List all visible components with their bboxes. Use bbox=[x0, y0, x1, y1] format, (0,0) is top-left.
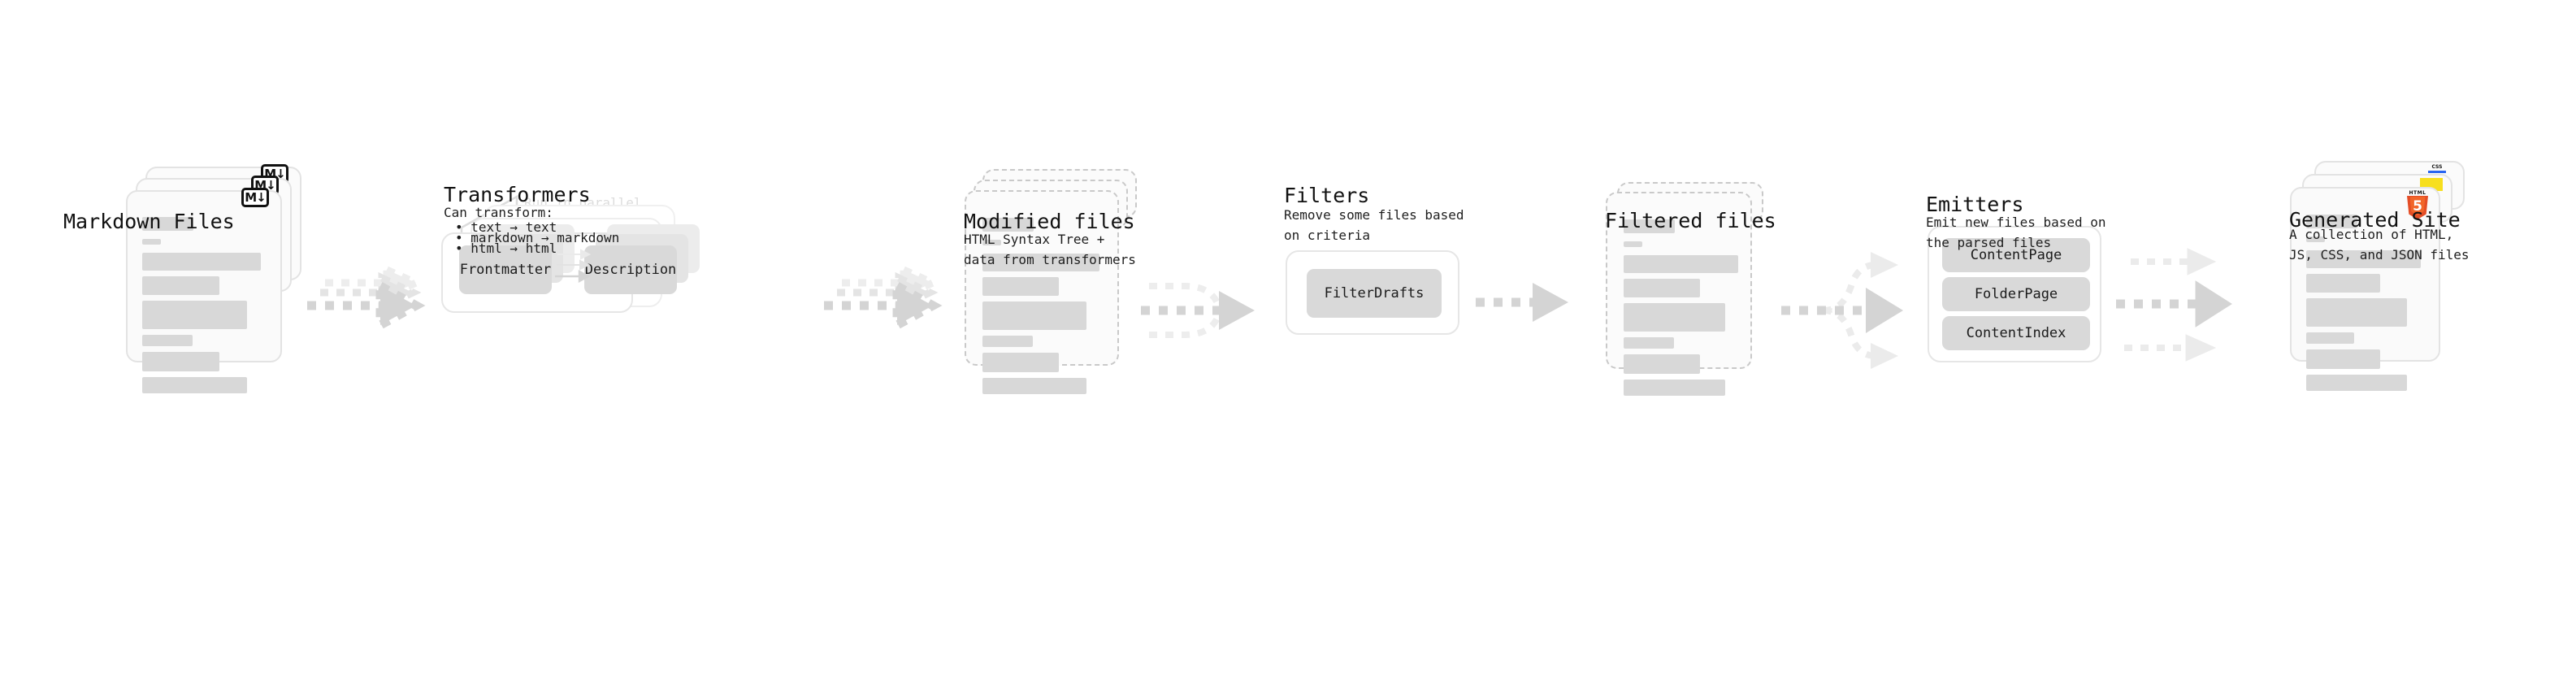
skeleton-line bbox=[1624, 279, 1700, 297]
arrow-svg bbox=[307, 264, 426, 333]
arrow-svg bbox=[824, 264, 943, 333]
skeleton-line bbox=[982, 336, 1033, 347]
css-badge-label: CSS bbox=[2431, 164, 2443, 170]
skeleton-line bbox=[1624, 303, 1725, 332]
transformer-inner-arrows bbox=[555, 245, 594, 296]
transformers-bullet-2: • html → html bbox=[455, 241, 557, 256]
skeleton-line bbox=[142, 352, 219, 371]
skeleton-line bbox=[982, 254, 1099, 271]
emitters-box: ContentPage FolderPage ContentIndex bbox=[1928, 226, 2101, 362]
generated-site-title: Generated Site bbox=[2289, 208, 2461, 232]
skeleton-line bbox=[2306, 349, 2380, 369]
skeleton-line bbox=[142, 335, 193, 346]
skeleton-line bbox=[142, 253, 261, 271]
skeleton-line bbox=[142, 239, 161, 245]
skeleton-line bbox=[142, 377, 247, 393]
skeleton-line bbox=[1624, 219, 1675, 233]
html5-label: HTML bbox=[2409, 190, 2426, 196]
skeleton-line bbox=[2306, 236, 2325, 242]
arrow-emitters-to-site bbox=[2113, 234, 2267, 372]
arrow-filters-to-filtered bbox=[1472, 283, 1586, 332]
transformers-box-front: Frontmatter Description bbox=[441, 224, 700, 313]
filters-title: Filters bbox=[1284, 184, 1370, 207]
filtered-files-title: Filtered files bbox=[1605, 209, 1776, 232]
transformers-title: Transformers bbox=[444, 183, 591, 206]
skeleton-line bbox=[982, 277, 1059, 296]
emitters-subtitle: Emit new files based on the parsed files bbox=[1926, 215, 2106, 250]
emitter-chip-folderpage[interactable]: FolderPage bbox=[1942, 277, 2090, 311]
transformers-subtitle: Can transform: bbox=[444, 205, 553, 220]
filtered-sheet-front bbox=[1606, 192, 1752, 396]
inner-arrow-svg bbox=[555, 249, 592, 284]
modified-sheet-front bbox=[965, 190, 1119, 394]
arrow-svg bbox=[2116, 248, 2232, 362]
skeleton-line bbox=[2306, 298, 2407, 327]
modified-files-title: Modified files bbox=[964, 210, 1135, 233]
html5-icon: HTML 5 bbox=[2405, 190, 2430, 219]
arrow-svg bbox=[1476, 283, 1568, 322]
arrow-transformers-to-modified bbox=[819, 264, 957, 356]
html5-five-glyph: 5 bbox=[2413, 198, 2422, 215]
markdown-files-title: Markdown Files bbox=[63, 210, 235, 233]
emitter-chip-contentpage[interactable]: ContentPage bbox=[1942, 238, 2090, 272]
filter-chip-filterdrafts[interactable]: FilterDrafts bbox=[1307, 269, 1442, 318]
emitter-chip-contentindex[interactable]: ContentIndex bbox=[1942, 316, 2090, 350]
skeleton-line bbox=[982, 240, 1001, 245]
css-badge-bar bbox=[2428, 171, 2446, 173]
skeleton-line bbox=[2306, 215, 2357, 228]
skeleton-line bbox=[142, 217, 193, 231]
skeleton-line bbox=[1624, 255, 1738, 273]
transformers-bullet-1: • markdown → markdown bbox=[455, 230, 620, 245]
skeleton-line bbox=[142, 301, 247, 329]
arrow-svg bbox=[1781, 252, 1903, 369]
skeleton-line bbox=[2306, 250, 2421, 268]
css-badge: CSS bbox=[2428, 165, 2446, 173]
skeleton-line bbox=[982, 353, 1059, 372]
emitters-title: Emitters bbox=[1926, 193, 2024, 216]
transformers-bullet-0: • text → text bbox=[455, 219, 557, 235]
arrow-markdown-to-transformers bbox=[302, 264, 440, 356]
arrow-modified-to-filters bbox=[1134, 268, 1281, 366]
skeleton-line bbox=[982, 301, 1086, 330]
skeleton-line bbox=[1624, 380, 1725, 396]
skeleton-line bbox=[1624, 241, 1642, 247]
skeleton-line bbox=[982, 378, 1086, 394]
filters-subtitle: Remove some files based on criteria bbox=[1284, 207, 1464, 243]
skeleton-line bbox=[1624, 337, 1674, 349]
skeleton-line bbox=[2306, 375, 2407, 391]
skeleton-line bbox=[982, 218, 1034, 232]
filters-box: FilterDrafts bbox=[1286, 250, 1459, 335]
skeleton-line bbox=[1624, 354, 1700, 374]
skeleton-line bbox=[2306, 274, 2380, 293]
transformer-chip-frontmatter[interactable]: Frontmatter bbox=[459, 245, 552, 294]
html5-shield-inner bbox=[2409, 197, 2426, 215]
transformer-chip-description[interactable]: Description bbox=[584, 245, 677, 294]
arrow-svg bbox=[1141, 283, 1255, 338]
modified-files-subtitle: HTML Syntax Tree + data from transformer… bbox=[964, 232, 1136, 267]
generated-site-subtitle: A collection of HTML, JS, CSS, and JSON … bbox=[2289, 227, 2470, 262]
skeleton-line bbox=[2306, 332, 2354, 344]
markdown-badge-front: M↓ bbox=[241, 188, 269, 207]
arrow-filtered-to-emitters bbox=[1776, 241, 1931, 379]
markdown-sheet-front bbox=[126, 190, 282, 393]
skeleton-line bbox=[142, 276, 219, 295]
